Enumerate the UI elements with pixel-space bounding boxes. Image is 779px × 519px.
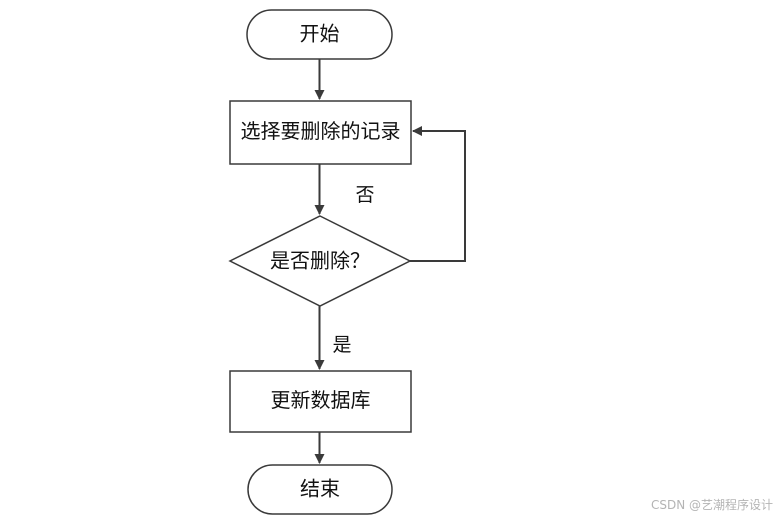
select-record-label: 选择要删除的记录 xyxy=(241,119,401,143)
watermark-text: CSDN @艺潮程序设计 xyxy=(650,498,773,512)
start-label: 开始 xyxy=(300,22,340,46)
end-node: 结束 xyxy=(247,464,393,515)
update-database-label: 更新数据库 xyxy=(271,388,371,412)
update-database-node: 更新数据库 xyxy=(229,370,412,433)
delete-decision-label: 是否删除？ xyxy=(270,249,370,273)
select-record-node: 选择要删除的记录 xyxy=(229,100,412,165)
start-node: 开始 xyxy=(246,9,393,60)
delete-decision-node: 是否删除？ xyxy=(228,215,412,307)
yes-branch-label: 是 xyxy=(332,334,351,356)
end-label: 结束 xyxy=(300,477,340,501)
edge-no-loop-back xyxy=(410,126,466,262)
no-branch-label: 否 xyxy=(355,184,374,206)
